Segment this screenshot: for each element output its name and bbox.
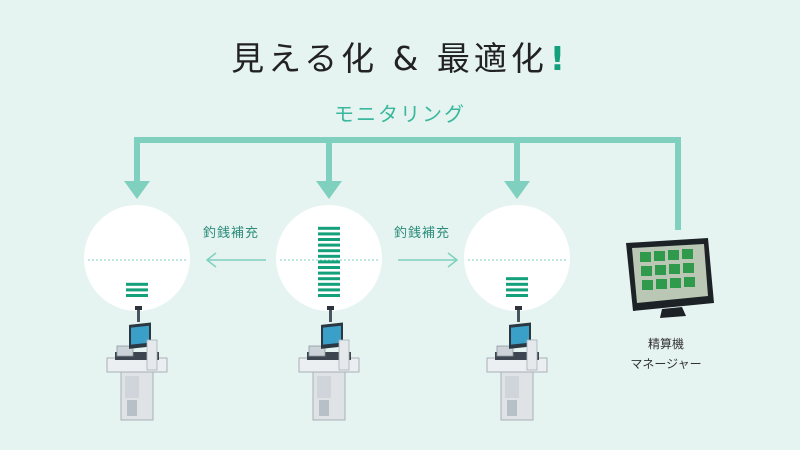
cash-level-circle-center	[276, 205, 382, 311]
cash-level-bar	[318, 254, 340, 258]
kiosk-icon	[486, 305, 548, 421]
cash-level-bar	[318, 226, 340, 230]
cash-level-bar	[318, 277, 340, 281]
cash-level-circle-left	[84, 205, 190, 311]
cash-level-bar	[318, 288, 340, 292]
monitoring-label: モニタリング	[334, 102, 466, 126]
cash-level-bar	[318, 282, 340, 286]
arrow-down-icon	[316, 181, 342, 199]
cash-level-bar	[318, 238, 340, 241]
cash-level-bar	[506, 294, 528, 297]
arrow-down-icon	[124, 181, 150, 199]
cash-level-bar	[318, 232, 340, 236]
cash-level-bar	[506, 277, 528, 281]
cash-level-bar	[126, 294, 148, 297]
arrow-right-icon	[447, 252, 459, 268]
cash-level-bar	[318, 260, 340, 264]
cash-level-bar	[318, 243, 340, 247]
manager-label: 精算機 マネージャー	[618, 334, 714, 374]
manager-label-line1: 精算機	[647, 337, 684, 351]
cash-level-circle-right	[464, 205, 570, 311]
change-supply-label-right: 釣銭補充	[394, 226, 451, 241]
cash-level-bar	[126, 282, 148, 286]
cash-level-bar	[126, 288, 148, 292]
manager-label-line2: マネージャー	[630, 357, 702, 371]
cash-level-bar	[318, 249, 340, 253]
kiosk-icon	[106, 305, 168, 421]
monitoring-loop-line	[134, 137, 681, 230]
cash-level-bar	[506, 282, 528, 286]
kiosk-icon	[298, 305, 360, 421]
cash-level-bar	[318, 271, 340, 275]
page-title: 見える化 & 最適化!	[0, 32, 800, 80]
cash-level-bar	[506, 288, 528, 292]
title-exclamation: !	[549, 39, 569, 78]
cash-level-bar	[318, 294, 340, 297]
cash-level-bars	[126, 226, 528, 297]
monitor-icon	[626, 238, 714, 318]
arrow-down-icon	[504, 181, 530, 199]
change-supply-label-left: 釣銭補充	[203, 226, 260, 241]
arrow-left-icon	[205, 252, 217, 268]
title-text: 見える化 & 最適化	[231, 39, 548, 78]
cash-level-bar	[318, 266, 340, 269]
